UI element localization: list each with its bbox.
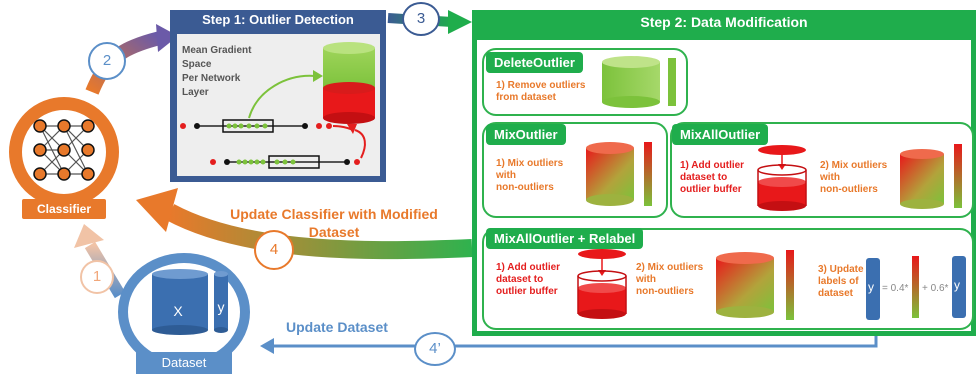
dataset-label: Dataset [136,352,232,374]
step-number-2: 2 [88,42,126,80]
mix-all-outlier-title: MixAllOutlier [672,124,769,145]
relabel-buffer-icon [577,249,627,319]
mix-outlier-cylinders [586,142,652,206]
mix-all-outlier-cylinders [900,144,962,209]
dataset-cylinders [152,269,228,335]
mix-outlier-text-line1: 1) Mix outliers [496,158,564,169]
delete-outlier-text: 1) Remove outliers from dataset [496,80,585,104]
delete-outlier-cylinders [602,56,676,108]
arrow-head-step1 [156,24,178,52]
formula-eq: = 0.4* [882,283,909,294]
step-number-1: 1 [80,260,114,294]
arrow-head-classifier [136,188,178,232]
relabel-step3-line2: labels of [818,276,859,287]
classifier-label: Classifier [22,199,106,219]
mix-all-outlier-step1-line3: outlier buffer [680,184,742,195]
mix-all-outlier-step1-line2: dataset to [680,172,728,183]
relabel-cylinders [716,250,794,320]
formula-plus: + 0.6* [922,283,949,294]
step-number-4: 4 [254,230,294,270]
mix-outlier-text-line2: with [496,170,516,181]
mix-all-outlier-step2-line3: non-outliers [820,184,878,195]
delete-outlier-text-line2: from dataset [496,92,557,103]
relabel-step1-line3: outlier buffer [496,286,558,297]
update-classifier-caption: Update Classifier with Modified Dataset [204,205,464,241]
step-number-3: 3 [402,2,440,36]
classifier-ring [9,97,119,207]
step1-desc-line2: Space [182,59,212,70]
relabel-step3-line3: dataset [818,288,854,299]
dataset-x-label: X [173,303,183,319]
dataset-y-label: y [217,299,225,315]
step1-illustration [180,42,375,169]
formula-y-right: y [954,278,960,292]
arrow-head-dataset-classifier [74,224,104,248]
relabel-step2-line3: non-outliers [636,286,694,297]
step1-title: Step 1: Outlier Detection [202,12,354,27]
formula-mix-bar [912,256,919,318]
step1-desc-line3: Per Network [182,73,241,84]
update-classifier-caption-line1: Update Classifier with Modified [230,206,438,222]
relabel-step3-line1: 3) Update [818,264,864,275]
step-number-4-prime: 4’ [414,332,456,366]
relabel-step2-line1: 2) Mix outliers [636,262,704,273]
step1-desc-line1: Mean Gradient [182,45,252,56]
relabel-title: MixAllOutlier + Relabel [486,228,644,249]
arrow-head-dataset [260,338,274,354]
relabel-step2-line2: with [636,274,656,285]
relabel-step3: 3) Update labels of dataset [818,264,864,300]
mix-all-outlier-step2: 2) Mix outliers with non-outliers [820,160,887,196]
mix-all-outlier-step2-line1: 2) Mix outliers [820,160,888,171]
mix-outlier-text-line3: non-outliers [496,182,554,193]
formula-y-left: y [868,280,874,294]
arrow-head-step2 [448,10,472,34]
mix-outlier-text: 1) Mix outliers with non-outliers [496,158,563,194]
formula-y-bar [866,258,880,320]
update-classifier-caption-line2: Dataset [308,224,360,240]
step1-desc-line4: Layer [182,87,209,98]
mix-all-outlier-step2-line2: with [820,172,840,183]
step2-title: Step 2: Data Modification [640,14,808,30]
mix-all-outlier-buffer-icon [757,145,807,211]
relabel-step2: 2) Mix outliers with non-outliers [636,262,703,298]
update-dataset-caption: Update Dataset [286,319,388,335]
relabel-step1: 1) Add outlier dataset to outlier buffer [496,262,560,298]
arrow-update-classifier [165,204,473,260]
mix-all-outlier-step1-line1: 1) Add outlier [680,160,745,171]
mix-all-outlier-step1: 1) Add outlier dataset to outlier buffer [680,160,744,196]
relabel-step1-line1: 1) Add outlier [496,262,561,273]
formula-y-bar-right [952,256,966,318]
neural-network-icon [33,119,95,181]
mix-outlier-title: MixOutlier [486,124,566,145]
step1-description: Mean Gradient Space Per Network Layer [182,44,251,100]
relabel-step1-line2: dataset to [496,274,544,285]
delete-outlier-text-line1: 1) Remove outliers [496,80,586,91]
delete-outlier-title: DeleteOutlier [486,52,583,73]
